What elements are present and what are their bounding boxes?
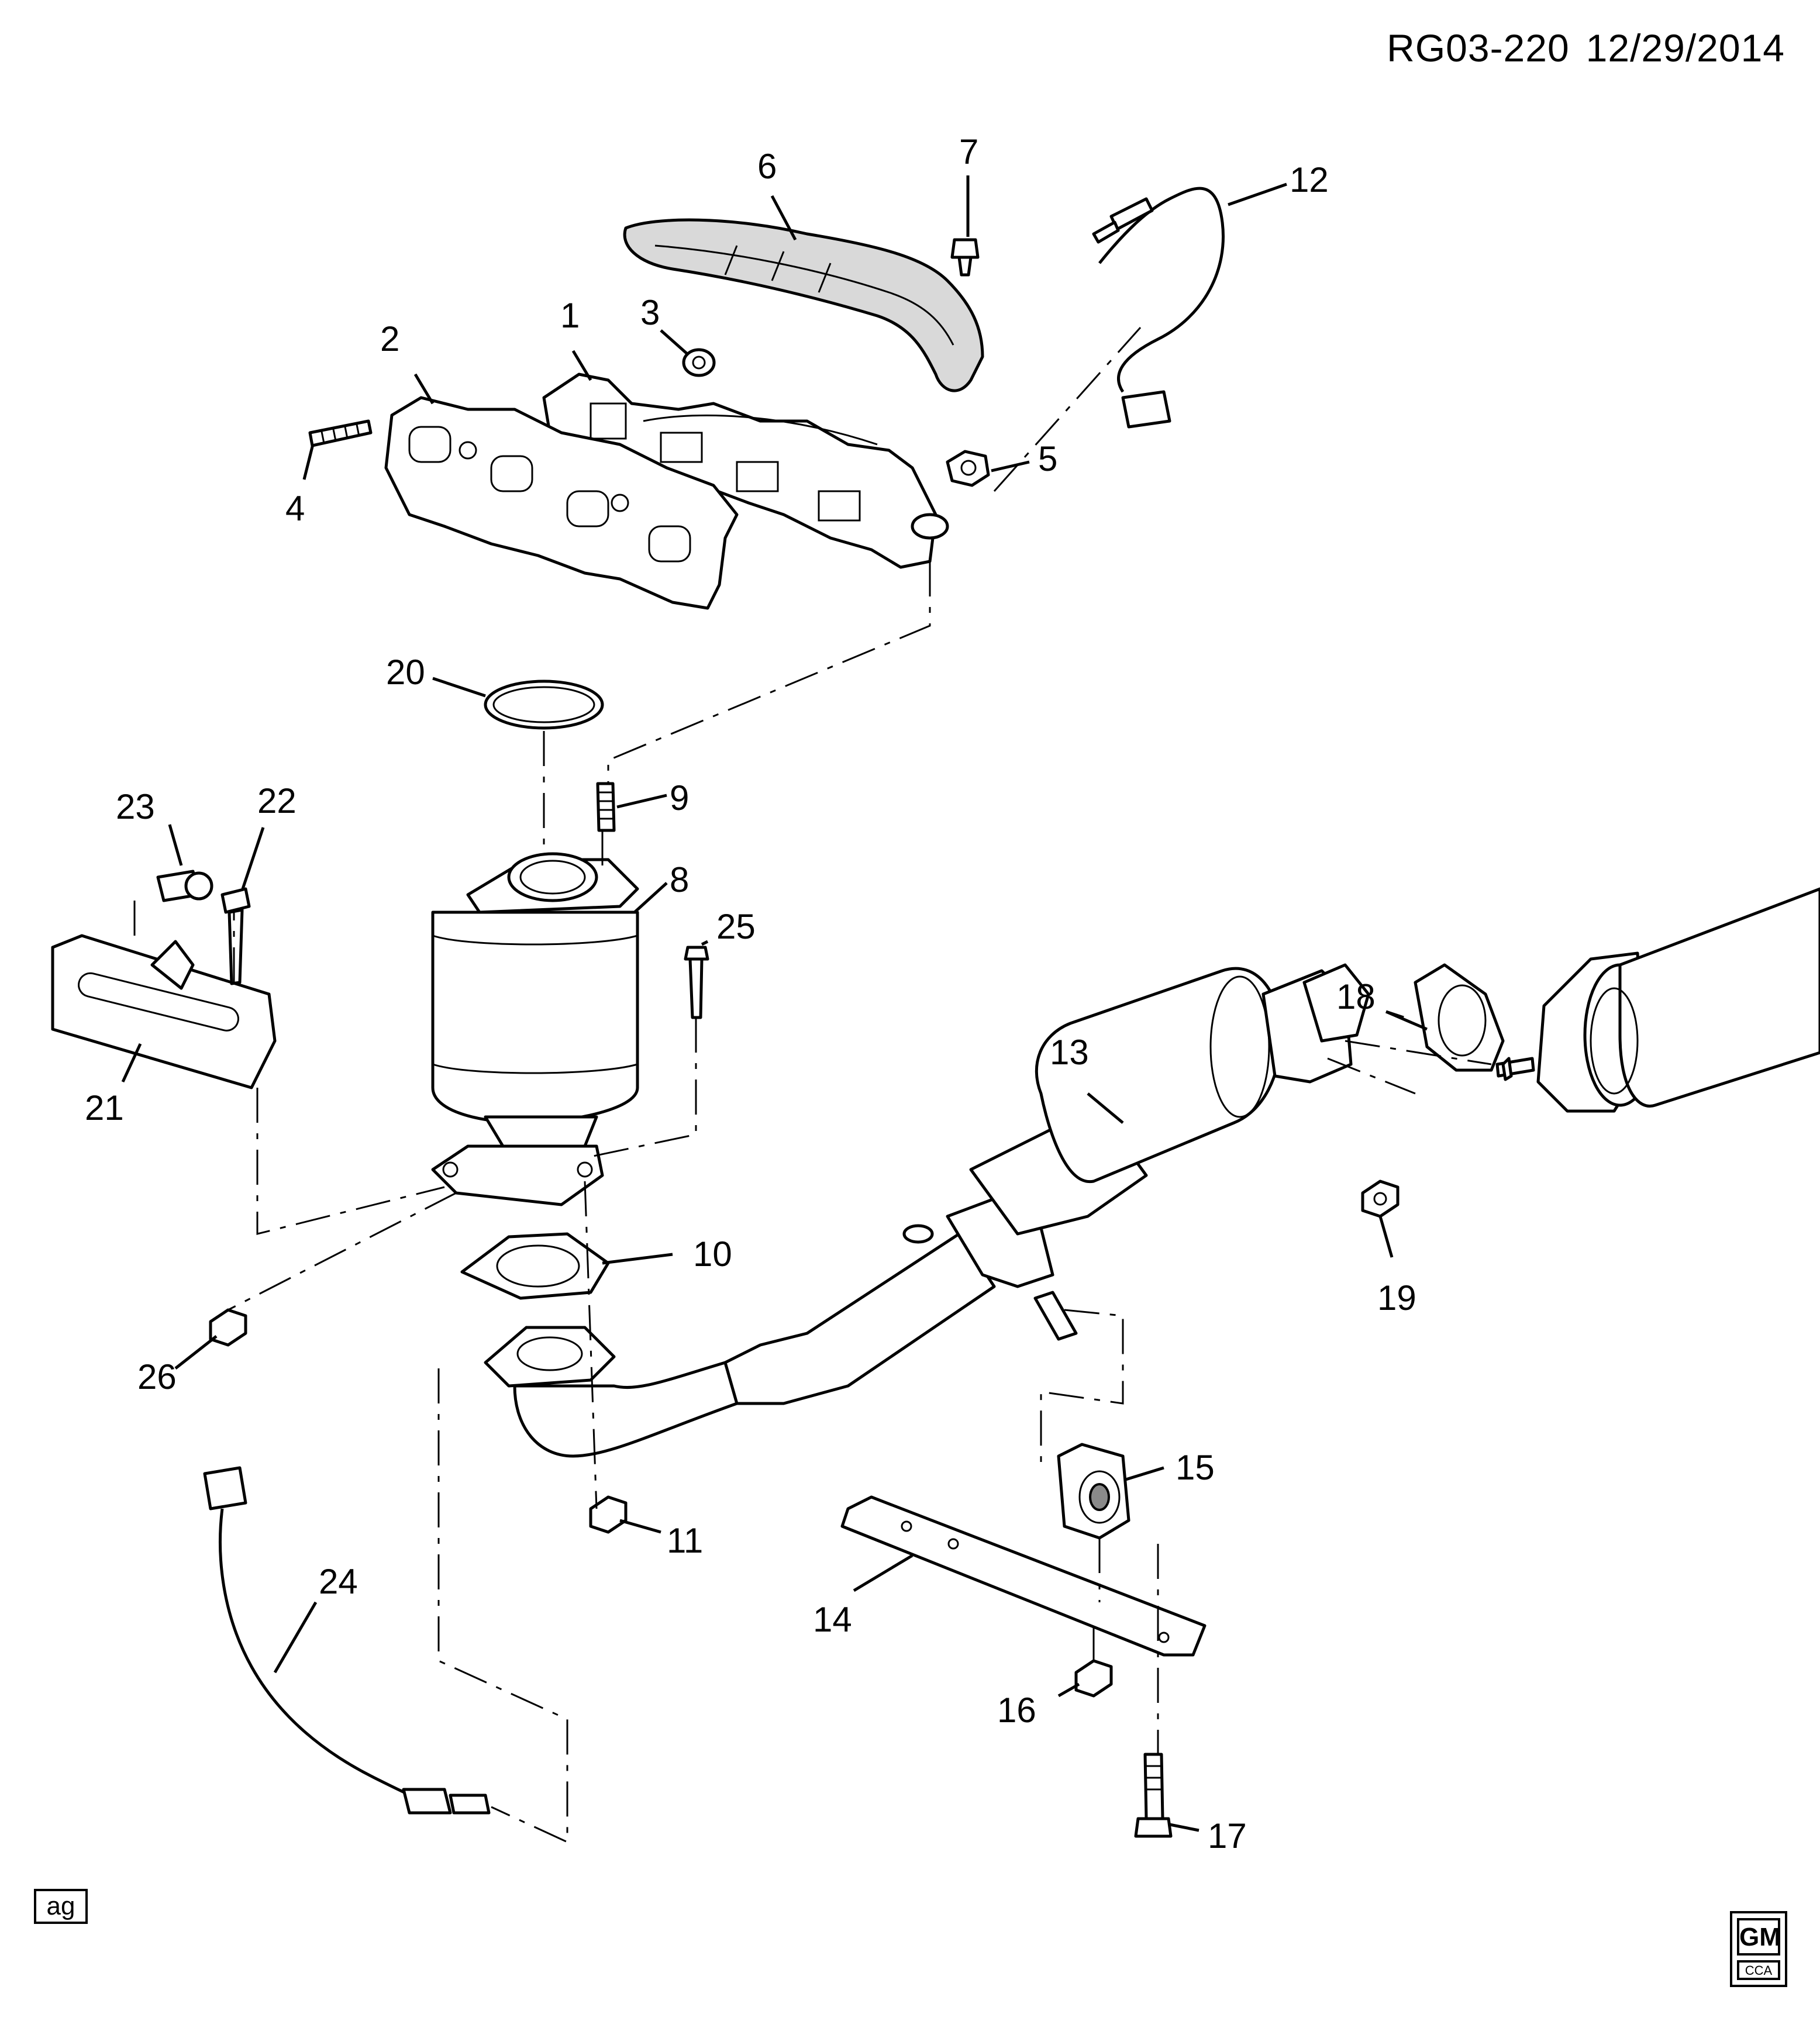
fastener-7-bolt [950,238,980,277]
bracket [51,934,277,1089]
fastener-23-bolt [156,870,213,902]
fastener-16-nut [1074,1659,1113,1698]
callout-20: 20 [386,653,425,692]
leader-lines [121,175,1428,1832]
callout-14: 14 [813,1600,852,1639]
gm-logo-subtext: CCA [1737,1960,1780,1980]
exhaust-manifold [542,373,949,569]
callout-21: 21 [85,1088,124,1127]
drawing-date: 12/29/2014 [1585,26,1785,70]
callout-6: 6 [757,147,777,186]
rear-flange-gasket [1414,963,1505,1072]
callout-10: 10 [693,1234,732,1274]
callout-8: 8 [670,860,689,899]
fastener-17-bolt [1134,1753,1173,1838]
callout-11: 11 [667,1521,703,1560]
resonator [969,963,1370,1341]
callout-4: 4 [285,489,305,528]
fastener-25-bolt [684,946,709,1019]
seal-ring [484,680,604,730]
callout-15: 15 [1176,1448,1215,1487]
callout-26: 26 [137,1357,177,1396]
callout-1: 1 [560,296,580,335]
callout-23: 23 [116,787,155,826]
muffler [1495,887,1820,1113]
fastener-4-stud [308,419,373,447]
oxygen-sensor-upper [1092,187,1225,429]
fastener-5-nut [946,450,990,487]
heat-shield [623,218,984,392]
fastener-3-nut [682,348,716,377]
fastener-22-bolt [220,887,251,985]
drawing-id: RG03-220 12/29/2014 [1387,26,1785,70]
phantom-lines [133,327,1492,1844]
callout-22: 22 [257,781,297,820]
callout-24: 24 [319,1562,358,1601]
callout-25: 25 [716,907,756,946]
fastener-19-nut [1361,1180,1400,1218]
gm-logo-text: GM [1737,1918,1781,1956]
manifold-gasket [384,396,739,610]
callout-3: 3 [640,293,660,332]
callout-19: 19 [1377,1278,1416,1318]
hanger-bracket [840,1495,1207,1657]
callout-12: 12 [1290,160,1329,199]
fastener-9-stud [596,782,616,832]
callout-9: 9 [670,778,689,818]
callout-7: 7 [959,132,978,171]
callout-17: 17 [1208,1816,1247,1856]
callout-2: 2 [380,319,399,358]
oxygen-sensor-lower [203,1466,491,1815]
fastener-26-nut [209,1308,247,1347]
callout-13: 13 [1050,1033,1089,1072]
artist-tag: ag [34,1889,88,1924]
callout-labels: 1 2 3 4 5 6 7 8 9 10 11 12 13 14 15 16 1… [85,132,1416,1856]
callout-5: 5 [1038,439,1057,478]
callout-18: 18 [1336,977,1376,1016]
hanger-insulator [1057,1443,1130,1540]
drawing-number: RG03-220 [1387,26,1570,70]
catalytic-converter [431,852,639,1206]
callout-16: 16 [997,1691,1036,1730]
gm-logo: GM CCA [1730,1911,1787,1987]
fastener-11-nut [589,1495,628,1534]
